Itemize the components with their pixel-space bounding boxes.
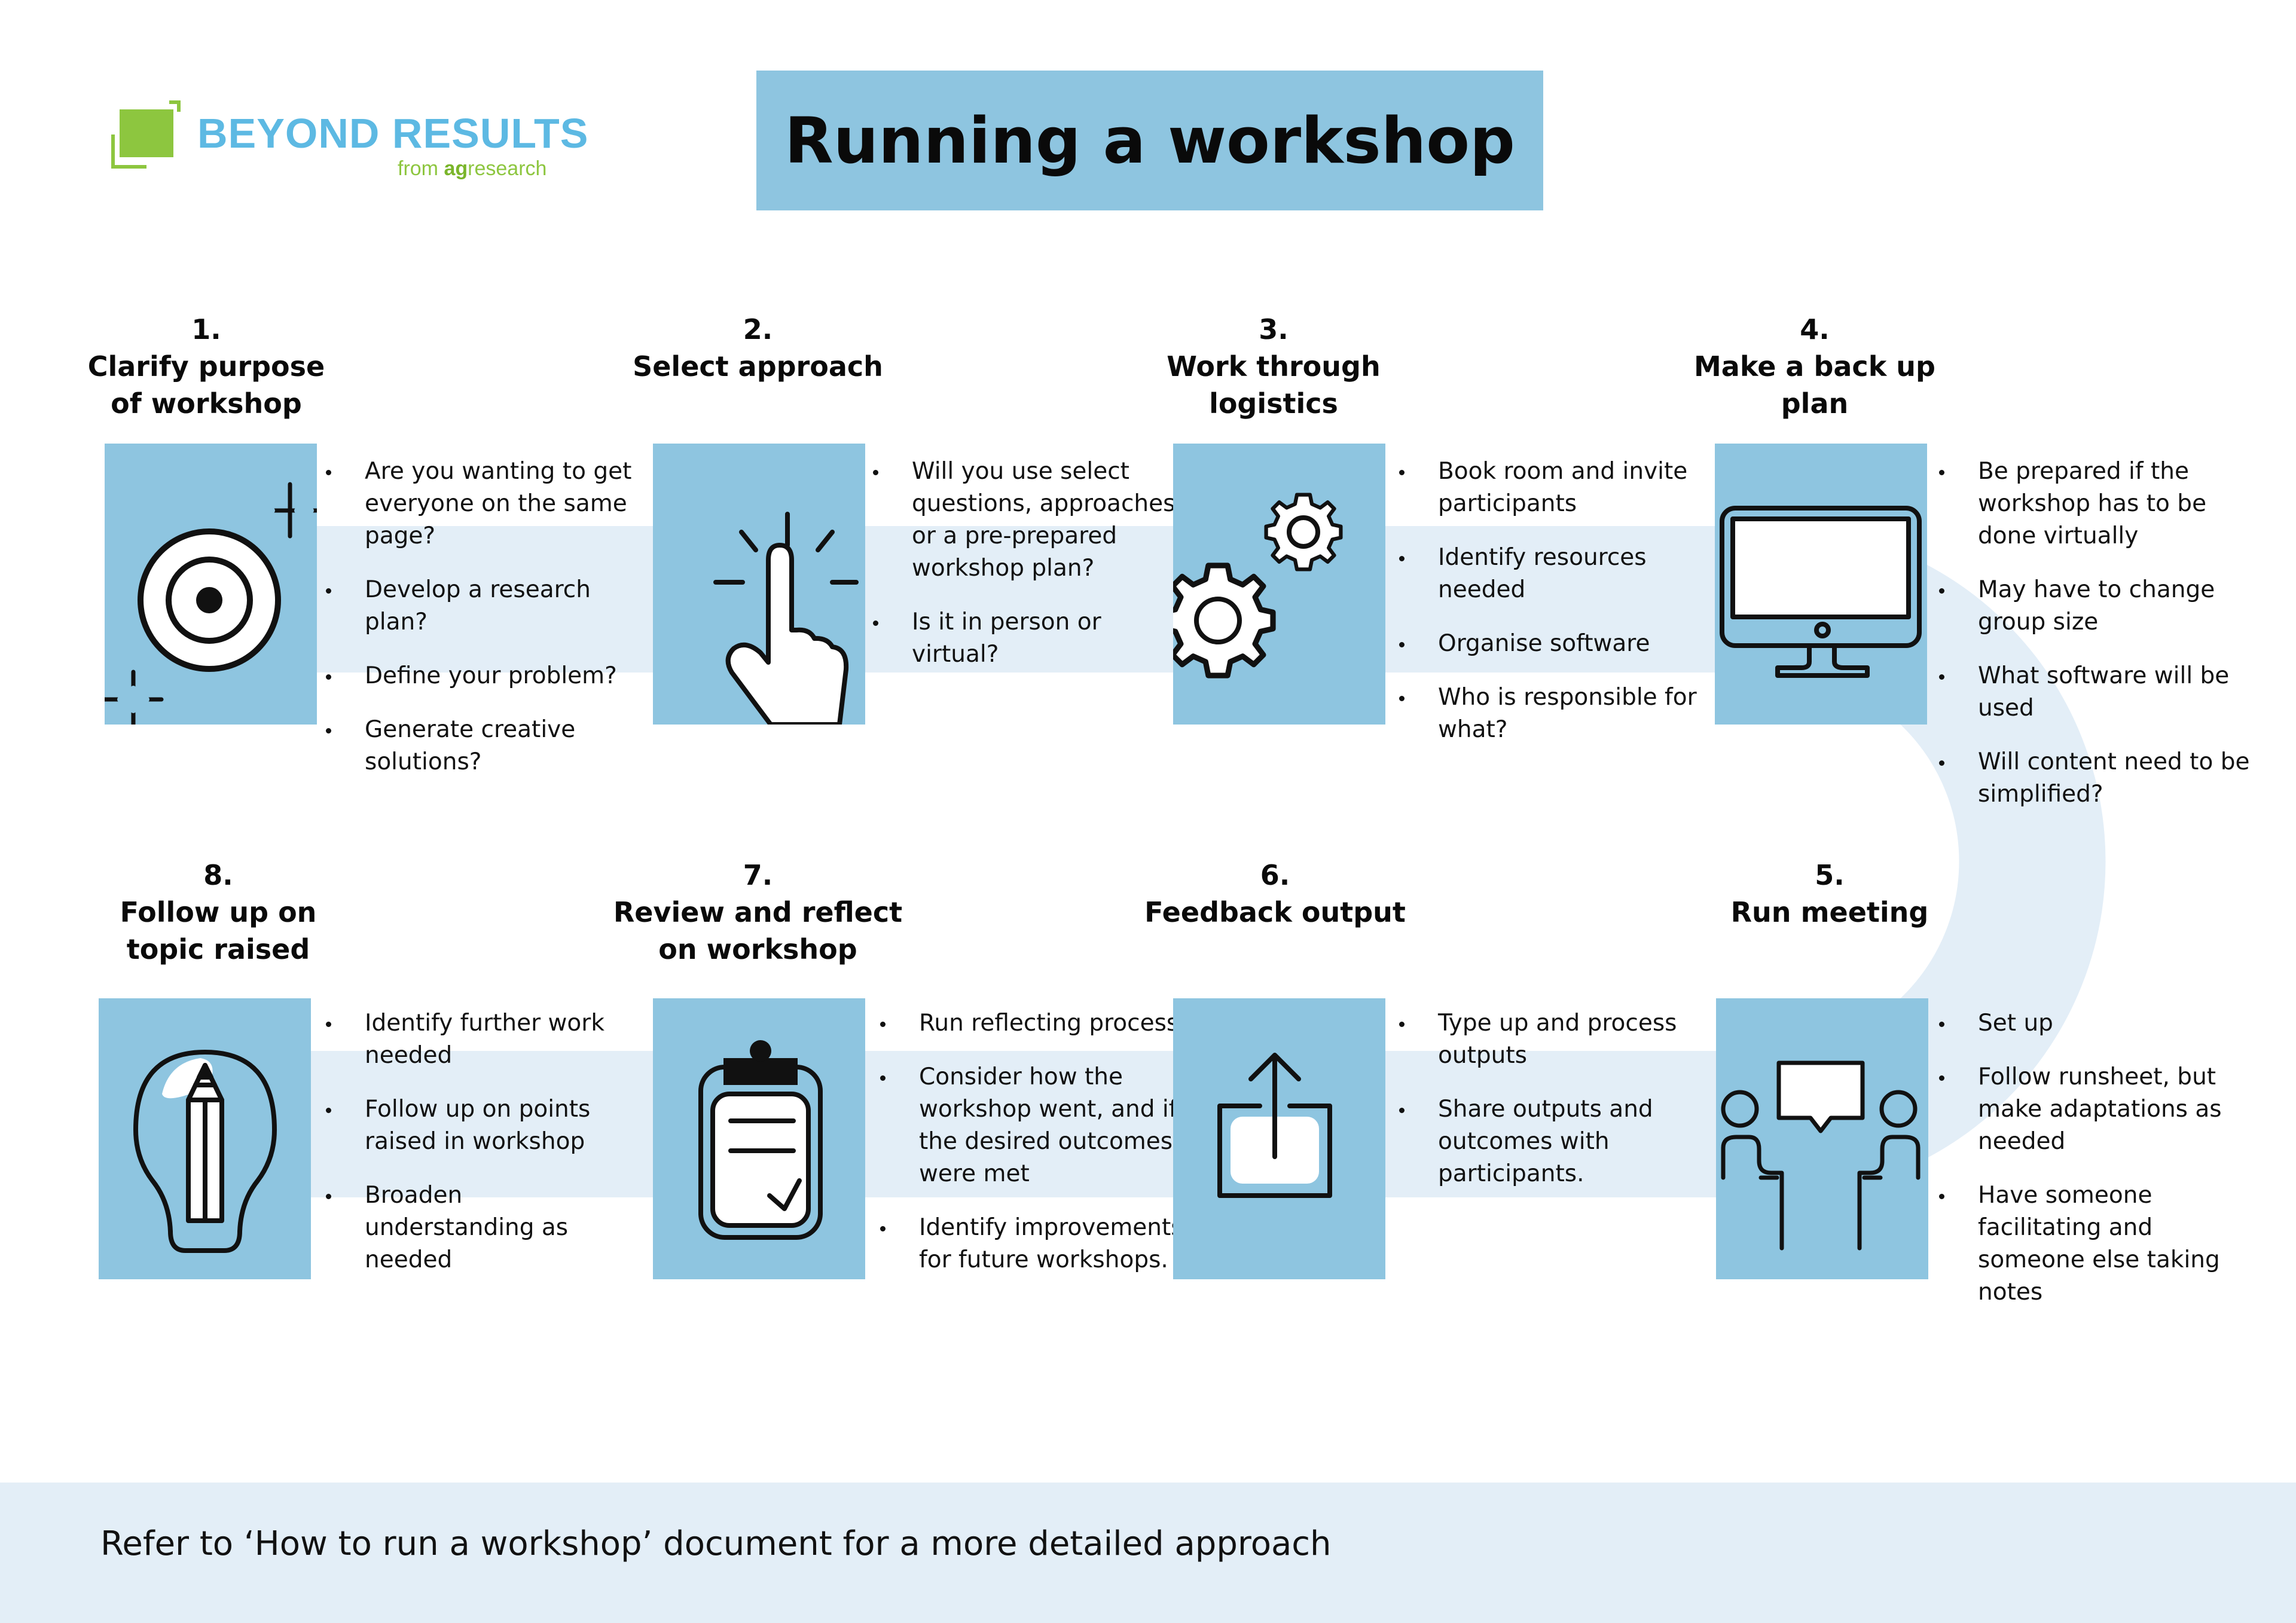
- list-item: Identify improvements for future worksho…: [880, 1212, 1191, 1276]
- list-item: May have to change group size: [1939, 574, 2250, 638]
- step-2-heading: 2.Select approach: [633, 313, 883, 383]
- list-item: Organise software: [1399, 628, 1710, 660]
- step-5-tile: [1716, 998, 1928, 1279]
- brand-logo: BEYOND RESULTS from agresearch: [105, 99, 588, 188]
- pointing-hand-icon: [713, 512, 859, 725]
- brand-mark-icon: [111, 100, 181, 169]
- step-4-heading: 4.Make a back up plan: [1694, 313, 1935, 420]
- list-item: Identify resources needed: [1399, 542, 1710, 606]
- list-item: Have someone facilitating and someone el…: [1939, 1179, 2250, 1309]
- step-2-list: Will you use select questions, approache…: [873, 456, 1184, 692]
- list-item: Set up: [1939, 1007, 2250, 1040]
- flow-band-top: [105, 526, 1773, 673]
- list-item: Generate creative solutions?: [326, 714, 637, 778]
- list-item: Who is responsible for what?: [1399, 681, 1710, 746]
- list-item: Is it in person or virtual?: [873, 606, 1184, 671]
- list-item: Be prepared if the workshop has to be do…: [1939, 456, 2250, 552]
- list-item: Define your problem?: [326, 660, 637, 692]
- step-4-list: Be prepared if the workshop has to be do…: [1939, 456, 2250, 832]
- step-5-list: Set up Follow runsheet, but make adaptat…: [1939, 1007, 2250, 1330]
- monitor-icon: [1720, 506, 1922, 678]
- gears-icon: [1173, 493, 1343, 678]
- footer-note: Refer to ‘How to run a workshop’ documen…: [100, 1524, 1332, 1563]
- list-item: Run reflecting process: [880, 1007, 1191, 1040]
- meeting-icon: [1721, 1060, 1921, 1251]
- step-6-list: Type up and process outputs Share output…: [1399, 1007, 1710, 1212]
- list-item: Follow up on points raised in workshop: [326, 1093, 631, 1158]
- list-item: Book room and invite participants: [1399, 456, 1710, 520]
- lightbulb-pencil-icon: [133, 1050, 277, 1253]
- clipboard-icon: [698, 1040, 823, 1240]
- step-2-tile: [653, 444, 865, 725]
- step-1-heading: 1.Clarify purpose of workshop: [87, 313, 325, 420]
- title-banner: Running a workshop: [756, 71, 1543, 210]
- brand-tagline: from agresearch: [398, 157, 547, 180]
- step-6-heading: 6.Feedback output: [1144, 859, 1406, 928]
- list-item: What software will be used: [1939, 660, 2250, 725]
- share-icon: [1217, 1053, 1332, 1198]
- step-7-list: Run reflecting process Consider how the …: [880, 1007, 1191, 1298]
- list-item: Type up and process outputs: [1399, 1007, 1710, 1072]
- page-title: Running a workshop: [784, 103, 1515, 178]
- step-3-heading: 3.Work through logistics: [1167, 313, 1381, 420]
- step-6-tile: [1173, 998, 1385, 1279]
- step-8-list: Identify further work needed Follow up o…: [326, 1007, 631, 1298]
- step-1-list: Are you wanting to get everyone on the s…: [326, 456, 637, 800]
- list-item: Broaden understanding as needed: [326, 1179, 631, 1276]
- list-item: Develop a research plan?: [326, 574, 637, 638]
- target-icon: [105, 481, 317, 725]
- step-1-tile: [105, 444, 317, 725]
- footer-bar: Refer to ‘How to run a workshop’ documen…: [0, 1483, 2296, 1623]
- list-item: Are you wanting to get everyone on the s…: [326, 456, 637, 552]
- list-item: Will content need to be simplified?: [1939, 746, 2250, 811]
- flow-band-bottom: [99, 1051, 1773, 1197]
- step-8-heading: 8.Follow up on topic raised: [120, 859, 317, 965]
- step-3-tile: [1173, 444, 1385, 725]
- list-item: Share outputs and outcomes with particip…: [1399, 1093, 1710, 1190]
- step-3-list: Book room and invite participants Identi…: [1399, 456, 1710, 768]
- step-8-tile: [99, 998, 311, 1279]
- step-7-heading: 7.Review and reflect on workshop: [613, 859, 903, 965]
- list-item: Identify further work needed: [326, 1007, 631, 1072]
- brand-name: BEYOND RESULTS: [197, 110, 589, 157]
- step-7-tile: [653, 998, 865, 1279]
- step-4-tile: [1715, 444, 1927, 725]
- list-item: Will you use select questions, approache…: [873, 456, 1184, 585]
- step-5-heading: 5.Run meeting: [1730, 859, 1929, 928]
- list-item: Follow runsheet, but make adaptations as…: [1939, 1061, 2250, 1158]
- list-item: Consider how the workshop went, and if t…: [880, 1061, 1191, 1190]
